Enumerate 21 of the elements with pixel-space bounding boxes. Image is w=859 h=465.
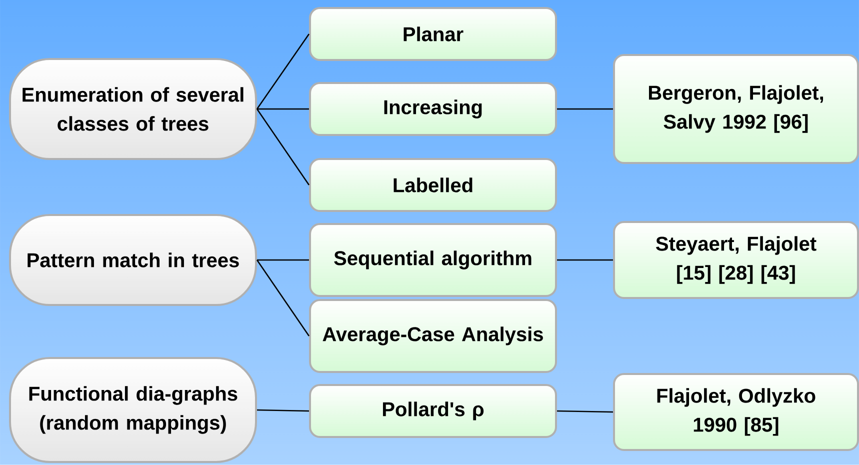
rounded-box: Steyaert, Flajolet [15] [28] [43]: [613, 220, 859, 299]
pill-node: Pattern match in trees: [9, 214, 257, 306]
rounded-box: Increasing: [309, 82, 557, 136]
connector-line: [257, 409, 310, 412]
connector-line: [557, 108, 613, 110]
connector-line: [557, 410, 614, 413]
connector-line: [256, 108, 310, 186]
rounded-box: Sequential algorithm: [309, 222, 557, 297]
pill-node: Enumeration of several classes of trees: [9, 58, 257, 160]
connector-line: [257, 108, 309, 110]
rounded-box: Planar: [309, 7, 557, 61]
rounded-box: Average-Case Analysis: [309, 298, 557, 373]
pill-node: Functional dia-graphs (random mappings): [9, 357, 257, 463]
connector-line: [256, 34, 310, 110]
rounded-box: Labelled: [309, 158, 557, 212]
rounded-box: Flajolet, Odlyzko 1990 [85]: [613, 372, 859, 451]
rounded-box: Bergeron, Flajolet, Salvy 1992 [96]: [613, 54, 859, 164]
connector-line: [256, 260, 310, 336]
connector-line: [557, 259, 613, 261]
rounded-box: Pollard's ρ: [309, 384, 557, 438]
connector-line: [257, 259, 309, 261]
